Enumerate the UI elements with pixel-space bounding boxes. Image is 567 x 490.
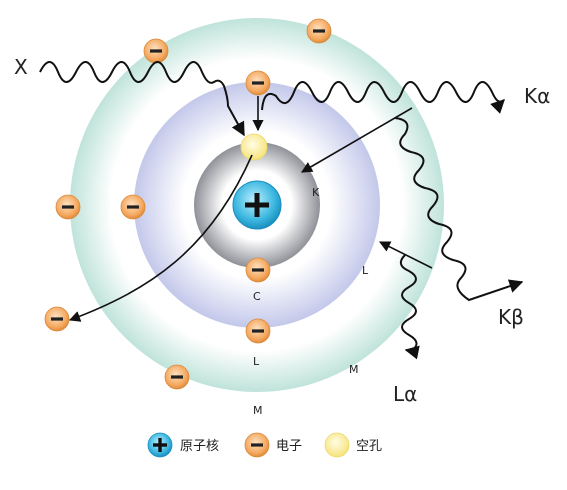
legend-electron-label: 电子 <box>276 439 302 454</box>
shell-k-label: K <box>312 186 320 199</box>
k-alpha-wave <box>261 81 505 114</box>
legend-nucleus-label: 原子核 <box>180 439 219 454</box>
legend: 原子核 电子 空孔 <box>147 432 382 458</box>
l-alpha-label: Lα <box>393 382 417 406</box>
legend-nucleus-icon <box>147 432 173 458</box>
electron <box>245 70 271 96</box>
electron <box>143 38 169 64</box>
shell-l-label-bottom: L <box>253 355 260 368</box>
xray-wave <box>39 61 245 137</box>
electron <box>245 318 271 344</box>
m-to-k-arrow <box>301 107 413 173</box>
shell-c-label: C <box>253 290 261 303</box>
electron <box>120 194 146 220</box>
vacancy <box>240 133 268 161</box>
l-alpha-wave <box>399 254 420 360</box>
shell-l-label-right: L <box>362 264 369 277</box>
k-beta-wave <box>394 117 524 302</box>
shell-m-label-right: M <box>349 363 359 376</box>
electron <box>306 18 332 44</box>
legend-vacancy-label: 空孔 <box>356 439 382 454</box>
photoelectron-path <box>68 154 253 322</box>
legend-vacancy-icon <box>324 432 350 458</box>
k-beta-label: Kβ <box>498 305 524 329</box>
shell-m-label-bottom: M <box>253 404 263 417</box>
electron <box>44 306 70 332</box>
m-to-l-arrow <box>378 241 433 269</box>
electron <box>164 364 190 390</box>
electron <box>55 194 81 220</box>
nucleus <box>232 180 282 230</box>
k-alpha-label: Kα <box>524 84 550 108</box>
xray-label: X <box>14 55 28 79</box>
legend-electron-icon <box>244 432 270 458</box>
electron <box>245 257 271 283</box>
